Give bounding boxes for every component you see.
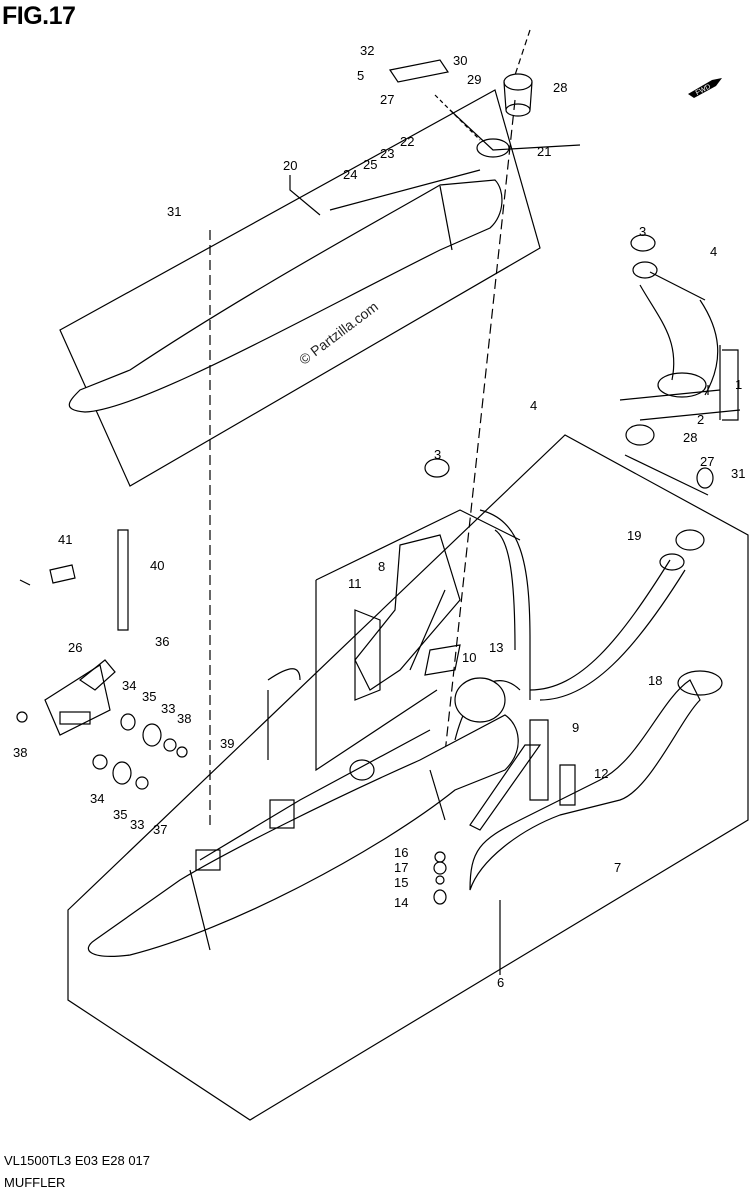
callout-28: 28 — [553, 80, 567, 95]
callout-4-lower: 4 — [530, 398, 537, 413]
upper-muffler-body — [68, 179, 503, 413]
callout-23: 23 — [380, 146, 394, 161]
forward-arrow-icon: FWD — [688, 78, 722, 98]
callout-3: 3 — [639, 224, 646, 239]
callout-36: 36 — [155, 634, 169, 649]
fwd-label: FWD — [695, 83, 712, 97]
callout-24: 24 — [343, 167, 357, 182]
upper-muffler-panel-outline — [59, 89, 541, 487]
callout-34-lower: 34 — [90, 791, 104, 806]
callout-12: 12 — [594, 766, 608, 781]
callout-40: 40 — [150, 558, 164, 573]
callout-28-lower: 28 — [683, 430, 697, 445]
callout-35-lower: 35 — [113, 807, 127, 822]
callout-16: 16 — [394, 845, 408, 860]
callout-38-right: 38 — [177, 711, 191, 726]
callout-8: 8 — [378, 559, 385, 574]
callout-27: 27 — [380, 92, 394, 107]
callout-4: 4 — [710, 244, 717, 259]
callout-18: 18 — [648, 673, 662, 688]
callout-5: 5 — [357, 68, 364, 83]
callout-6: 6 — [497, 975, 504, 990]
callout-21: 21 — [537, 144, 551, 159]
callout-27-lower: 27 — [700, 454, 714, 469]
callout-9: 9 — [572, 720, 579, 735]
callout-39: 39 — [220, 736, 234, 751]
callout-19: 19 — [627, 528, 641, 543]
callout-10: 10 — [462, 650, 476, 665]
callout-3-lower: 3 — [434, 447, 441, 462]
callout-35: 35 — [142, 689, 156, 704]
callout-33-lower: 33 — [130, 817, 144, 832]
callout-14: 14 — [394, 895, 408, 910]
callout-7: 7 — [614, 860, 621, 875]
callout-11: 11 — [348, 576, 362, 591]
callout-22: 22 — [400, 134, 414, 149]
callout-15: 15 — [394, 875, 408, 890]
callout-38-left: 38 — [13, 745, 27, 760]
callout-13: 13 — [489, 640, 503, 655]
callout-29: 29 — [467, 72, 481, 87]
callout-26: 26 — [68, 640, 82, 655]
callout-20: 20 — [283, 158, 297, 173]
callout-34: 34 — [122, 678, 136, 693]
figure-name: MUFFLER — [4, 1175, 66, 1190]
model-code: VL1500TL3 E03 E28 017 — [4, 1153, 151, 1168]
callout-17: 17 — [394, 860, 408, 875]
callout-30: 30 — [453, 53, 467, 68]
lower-muffler-panel-outline — [67, 434, 749, 1121]
callout-31-lower: 31 — [731, 466, 745, 481]
callout-1: 1 — [735, 377, 742, 392]
callout-2: 2 — [697, 412, 704, 427]
callout-32: 32 — [360, 43, 374, 58]
callout-33: 33 — [161, 701, 175, 716]
callout-25: 25 — [363, 157, 377, 172]
callout-labels: 32 30 5 29 28 27 22 23 25 24 21 20 31 3 … — [13, 43, 745, 990]
callout-41: 41 — [58, 532, 72, 547]
callout-31: 31 — [167, 204, 181, 219]
callout-37: 37 — [153, 822, 167, 837]
figure-title: FIG.17 — [2, 2, 76, 30]
